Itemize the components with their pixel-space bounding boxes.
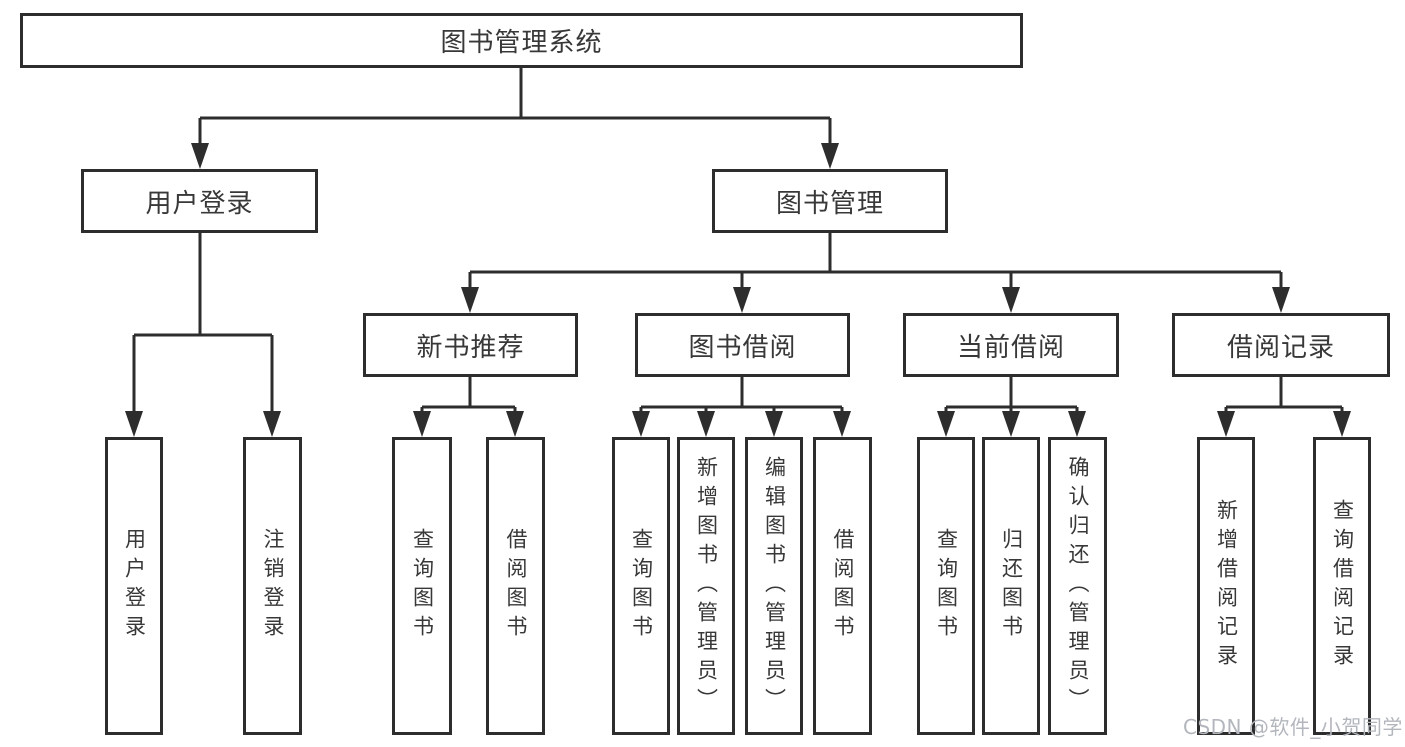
node-label: 图书管理系统 — [440, 28, 603, 58]
leaf-label: 查询图书 — [410, 528, 435, 644]
leaf-label: 查询图书 — [934, 528, 959, 644]
node-book-management: 图书管理 — [712, 169, 948, 233]
node-label: 用户登录 — [145, 188, 254, 219]
node-label: 新书推荐 — [416, 332, 525, 363]
leaf-borrow-books-borrow: 借阅图书 — [813, 437, 872, 735]
leaf-edit-book-admin: 编辑图书（管理员） — [745, 437, 803, 735]
leaf-return-book: 归还图书 — [982, 437, 1040, 735]
node-book-borrow: 图书借阅 — [635, 313, 850, 377]
leaf-query-books-borrow: 查询图书 — [612, 437, 670, 735]
leaf-label: 新增图书（管理员） — [694, 455, 719, 717]
node-label: 图书借阅 — [688, 332, 797, 363]
leaf-label: 用户登录 — [122, 528, 147, 644]
leaf-add-borrow-record: 新增借阅记录 — [1197, 437, 1255, 735]
node-label: 图书管理 — [775, 188, 884, 219]
leaf-query-books-recommend: 查询图书 — [392, 437, 452, 735]
node-current-borrow: 当前借阅 — [903, 313, 1119, 377]
leaf-label: 新增借阅记录 — [1214, 499, 1239, 673]
node-label: 借阅记录 — [1226, 332, 1335, 363]
node-label: 当前借阅 — [956, 332, 1065, 363]
leaf-add-book-admin: 新增图书（管理员） — [677, 437, 735, 735]
leaf-label: 查询借阅记录 — [1330, 499, 1355, 673]
watermark-text: CSDN @软件_小贺同学 — [1183, 715, 1403, 739]
node-user-login: 用户登录 — [81, 169, 318, 233]
node-library-system: 图书管理系统 — [20, 13, 1023, 68]
leaf-logout: 注销登录 — [243, 437, 302, 735]
leaf-label: 借阅图书 — [504, 528, 528, 644]
tree-edges — [132, 68, 1344, 414]
leaf-user-login: 用户登录 — [105, 437, 163, 735]
node-borrow-records: 借阅记录 — [1172, 313, 1390, 377]
arrow-heads — [125, 143, 1351, 437]
leaf-query-borrow-record: 查询借阅记录 — [1313, 437, 1371, 735]
leaf-borrow-books-recommend: 借阅图书 — [486, 437, 545, 735]
leaf-label: 编辑图书（管理员） — [762, 455, 787, 717]
leaf-label: 归还图书 — [999, 528, 1024, 644]
leaf-label: 确认归还（管理员） — [1066, 455, 1090, 717]
leaf-label: 查询图书 — [629, 528, 654, 644]
leaf-label: 注销登录 — [261, 528, 285, 644]
node-new-book-recommend: 新书推荐 — [363, 313, 578, 377]
leaf-query-books-current: 查询图书 — [917, 437, 975, 735]
leaf-label: 借阅图书 — [831, 528, 855, 644]
leaf-confirm-return-admin: 确认归还（管理员） — [1048, 437, 1107, 735]
